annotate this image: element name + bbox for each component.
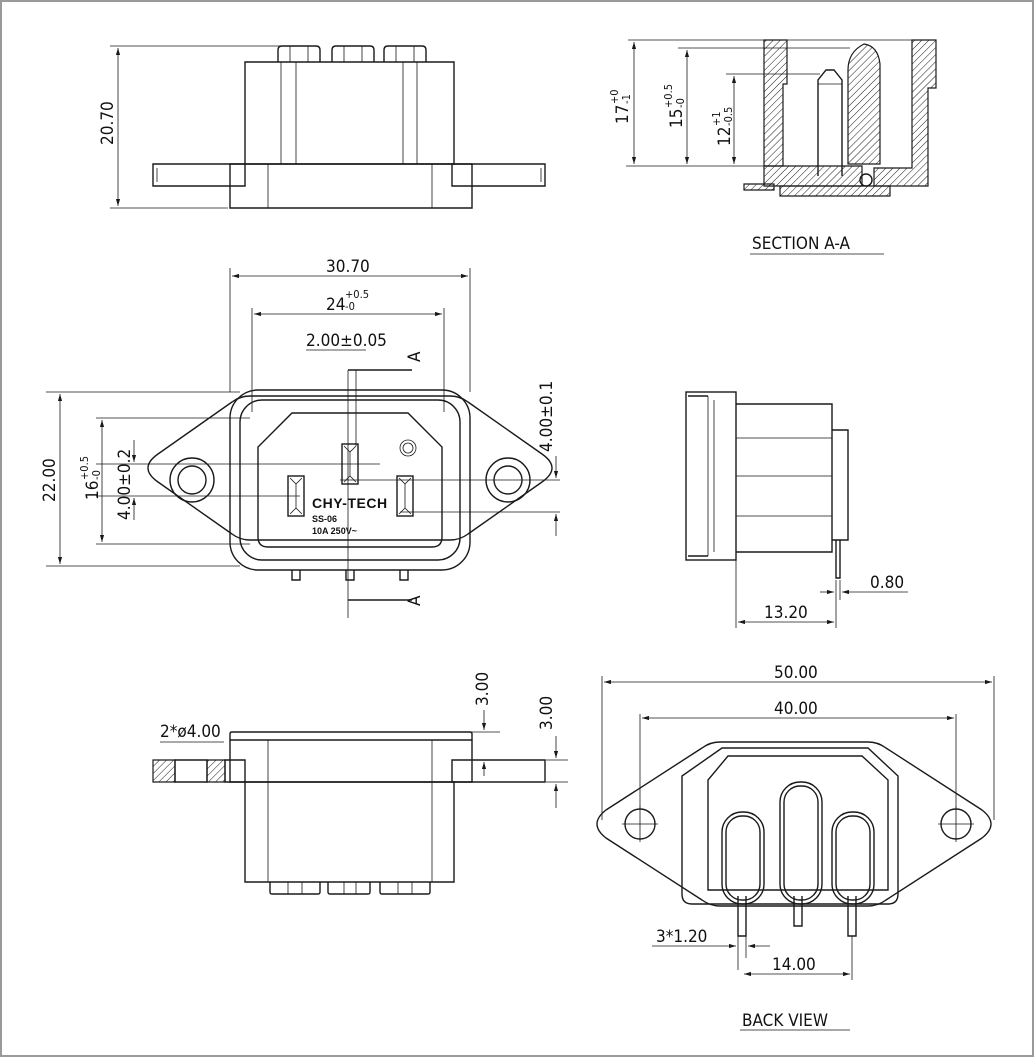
- dim-hole-spacing-40: 40.00: [774, 699, 818, 719]
- dim-height-16-lower: -0: [90, 470, 103, 480]
- dim-holes: 2*ø4.00: [160, 722, 221, 742]
- bottom-view: 2*ø4.00 3.00 3.00: [152, 672, 568, 895]
- top-view: 20.70: [98, 45, 546, 209]
- dim-17-upper: +0: [608, 89, 621, 104]
- dim-width-24-lower: -0: [345, 300, 355, 313]
- dim-back-width-50: 50.00: [774, 663, 818, 683]
- dim-15-upper: +0.5: [662, 84, 675, 108]
- dim-12-base: 12: [715, 127, 735, 146]
- section-marker-bottom: A: [405, 595, 425, 606]
- dim-17-base: 17: [613, 105, 633, 124]
- side-view: 13.20 0.80: [685, 391, 908, 628]
- model-label: SS-06: [312, 514, 337, 524]
- dim-pin-offset-left: 4.00±0.2: [115, 449, 135, 520]
- dim-pin-size: 3*1.20: [656, 927, 707, 947]
- dim-12-upper: +1: [710, 111, 723, 126]
- section-title: SECTION A-A: [752, 234, 850, 254]
- back-view: 50.00 40.00 3*1.20 14.00 BACK VIEW: [596, 663, 995, 1031]
- dim-15-lower: -0: [674, 98, 687, 108]
- dim-width-24-upper: +0.5: [345, 288, 369, 301]
- section-view: 17 +0 -1 15 +0.5 -0 12 +1 -0.5 SECTION A…: [608, 39, 937, 255]
- dim-pin-spacing-14: 14.00: [772, 955, 816, 975]
- dim-15-base: 15: [667, 109, 687, 128]
- back-view-title: BACK VIEW: [742, 1011, 828, 1031]
- dim-height-16-base: 16: [83, 481, 103, 500]
- front-view: CHY-TECH SS-06 10A 250V~ A A 30.70 24 +0…: [40, 257, 560, 618]
- dim-pin-width: 2.00±0.05: [306, 331, 387, 351]
- dim-width-24-base: 24: [326, 295, 345, 315]
- dim-pin-thickness: 0.80: [870, 573, 904, 593]
- dim-height-16-upper: +0.5: [78, 456, 91, 480]
- dim-depth-13-20: 13.20: [764, 603, 808, 623]
- dim-17-lower: -1: [620, 94, 633, 104]
- rating-label: 10A 250V~: [312, 526, 357, 536]
- dim-height-20-70: 20.70: [98, 101, 118, 145]
- dim-width-30-70: 30.70: [326, 257, 370, 277]
- dim-12-lower: -0.5: [722, 107, 735, 126]
- dim-pin-offset-right: 4.00±0.1: [537, 381, 557, 452]
- dim-height-22-00: 22.00: [40, 458, 60, 502]
- dim-flange-left: 3.00: [473, 672, 493, 706]
- section-marker-top: A: [405, 351, 425, 362]
- brand-label: CHY-TECH: [312, 495, 388, 511]
- dim-flange-right: 3.00: [537, 696, 557, 730]
